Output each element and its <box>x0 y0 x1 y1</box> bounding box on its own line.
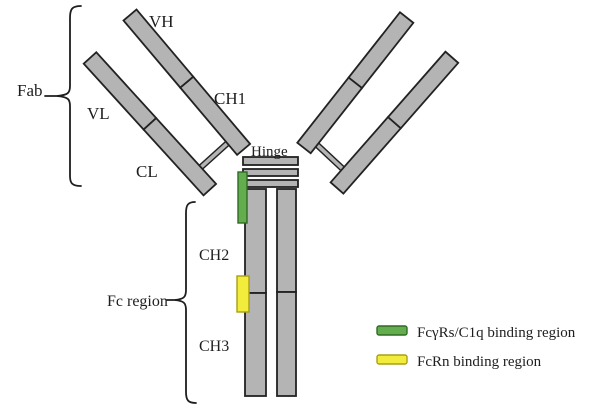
ch1-label: CH1 <box>214 89 246 108</box>
legend: FcγRs/C1q binding region FcRn binding re… <box>376 325 576 370</box>
fcgr-c1q-binding-region-bar <box>237 171 248 224</box>
fab-label: Fab <box>17 81 43 100</box>
vh-domain-bar-right <box>347 11 415 90</box>
left-heavy-chain-fc <box>244 188 267 397</box>
right-light-chain <box>329 50 460 195</box>
left-light-chain <box>82 51 218 197</box>
right-heavy-chain-upper <box>296 11 415 155</box>
ch3-domain-bar-right <box>276 291 297 397</box>
ch1-domain-bar-right <box>296 76 364 155</box>
vl-domain-bar-right <box>386 50 460 130</box>
cl-label: CL <box>136 162 158 181</box>
ch1-domain-bar-left <box>179 75 252 157</box>
hinge-bar-3 <box>242 179 299 188</box>
hinge-bar-2 <box>242 168 299 177</box>
legend-label-fcgr: FcγRs/C1q binding region <box>417 325 576 341</box>
legend-swatch-fcrn <box>376 354 408 365</box>
cl-domain-bar-right <box>329 115 403 195</box>
legend-label-fcrn: FcRn binding region <box>417 354 542 370</box>
fab-brace <box>56 5 82 187</box>
hinge-bar-1 <box>242 156 299 166</box>
left-heavy-chain-upper <box>122 8 252 157</box>
ch2-label: CH2 <box>199 247 229 264</box>
hinge-label: Hinge <box>251 144 288 160</box>
cl-domain-bar <box>142 116 218 197</box>
fc-region-label: Fc region <box>107 293 168 310</box>
vh-label: VH <box>149 12 174 31</box>
fc-brace <box>174 201 197 404</box>
ch3-domain-bar-left <box>244 292 267 397</box>
fcrn-binding-region-bar <box>236 275 250 313</box>
right-chain-connector-rod <box>312 140 347 174</box>
ch3-label: CH3 <box>199 338 229 355</box>
right-heavy-chain-fc <box>276 188 297 397</box>
ch2-domain-bar-right <box>276 188 297 293</box>
hinge-region-bars <box>242 156 299 188</box>
vl-label: VL <box>87 104 110 123</box>
left-chain-connector-rod <box>197 138 233 171</box>
legend-swatch-fcgr <box>376 325 408 336</box>
